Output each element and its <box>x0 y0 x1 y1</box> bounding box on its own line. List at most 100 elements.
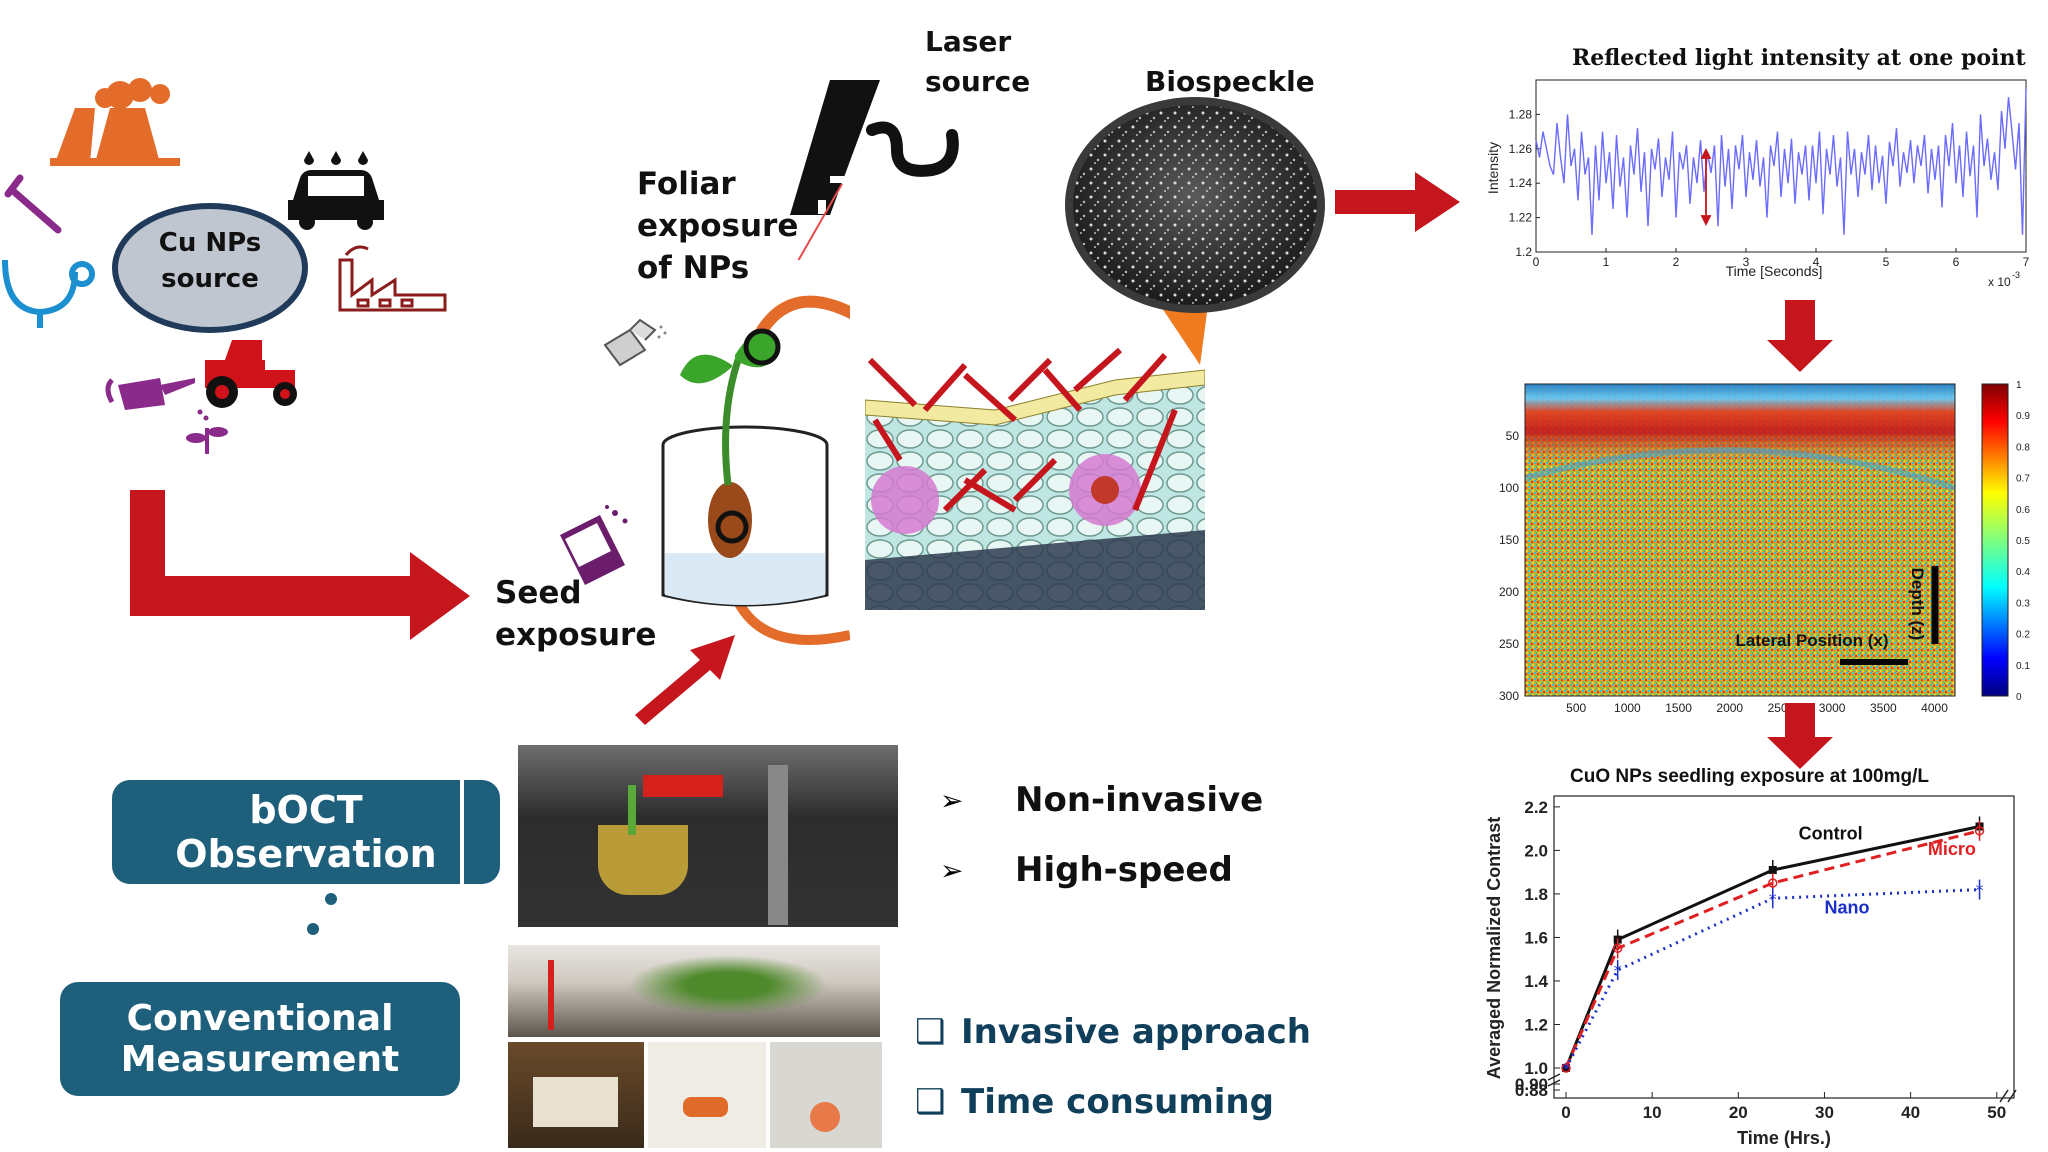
intensity-xtick-label: 2 <box>1673 255 1680 269</box>
cu-source-line1: Cu NPs <box>158 228 262 258</box>
boct-line2: Observation <box>175 832 437 876</box>
colorbar-tick-label: 0.5 <box>2016 536 2030 547</box>
contrast-ytick-label: 1.0 <box>1524 1059 1548 1078</box>
colorbar-tick-label: 0.6 <box>2016 505 2030 516</box>
contrast-ytick-label: 1.2 <box>1524 1015 1548 1034</box>
intensity-chart-title: Reflected light intensity at one point <box>1572 45 2026 71</box>
foliar-label: Foliar exposure of NPs <box>637 163 798 289</box>
boct-line1: bOCT <box>249 788 363 832</box>
intensity-plot-frame <box>1535 79 2027 253</box>
heatmap-ylabel: Depth (z) <box>1908 568 1927 641</box>
intensity-ytick-label: 1.22 <box>1509 211 1533 225</box>
axis-break-y <box>1547 1073 1561 1087</box>
pros-item: ➢ Non-invasive <box>940 778 1263 822</box>
pros-text: High-speed <box>1015 850 1233 890</box>
contrast-ytick-label: 2.0 <box>1524 841 1548 860</box>
pros-bullet: ➢ <box>940 783 964 817</box>
heatmap-xtick-label: 1000 <box>1614 701 1641 715</box>
intensity-xtick-label: 6 <box>1953 255 1960 269</box>
contrast-label-control: Control <box>1799 824 1863 844</box>
contrast-ytick-label: 0.88 <box>1515 1081 1548 1100</box>
intensity-xtick-label: 1 <box>1603 255 1610 269</box>
boct-observation-box: bOCT Observation <box>112 780 500 884</box>
intensity-xtick-label: 4 <box>1813 255 1820 269</box>
seedling-beaker <box>661 295 850 645</box>
intensity-ytick-label: 1.26 <box>1509 142 1533 156</box>
conv-line2: Measurement <box>120 1039 400 1080</box>
syringe-icon <box>4 174 62 234</box>
pros-text: Non-invasive <box>1015 780 1264 820</box>
colorbar-tick-label: 0 <box>2016 692 2022 703</box>
solvent-bottle-photo <box>508 1042 644 1148</box>
contrast-point-nano: * <box>1769 889 1777 908</box>
colorbar <box>1981 383 2009 697</box>
right-arrow <box>1335 172 1460 232</box>
contrast-xlabel: Time (Hrs.) <box>1737 1128 1831 1148</box>
foliar-label-line2: exposure <box>637 208 799 244</box>
cons-item: ❑ Time consuming <box>915 1080 1311 1124</box>
colorbar-tick-label: 0.2 <box>2016 630 2030 641</box>
cons-text: Time consuming <box>961 1082 1274 1122</box>
heatmap-xtick-label: 2000 <box>1716 701 1743 715</box>
laser-source-icon <box>790 80 959 260</box>
contrast-point-nano: * <box>1976 881 1984 900</box>
colorbar-tick-label: 0.4 <box>2016 567 2030 578</box>
heatmap-xtick-label: 500 <box>1566 701 1586 715</box>
contrast-label-nano: Nano <box>1824 898 1869 918</box>
seed-label-line2: exposure <box>495 617 657 653</box>
heatmap-xlabel: Lateral Position (x) <box>1735 631 1888 650</box>
contrast-xtick-label: 10 <box>1643 1103 1662 1122</box>
contrast-ytick-label: 2.2 <box>1524 798 1548 817</box>
heatmap-ytick-label: 100 <box>1499 481 1519 495</box>
heatmap-ytick-label: 150 <box>1499 533 1519 547</box>
contrast-xtick-label: 40 <box>1901 1103 1920 1122</box>
seed-exposure-label: Seed exposure <box>495 572 656 656</box>
leaf-sample-photo <box>648 1042 766 1148</box>
contrast-ytick-label: 1.6 <box>1524 928 1548 947</box>
dot-1 <box>325 893 337 905</box>
conventional-measurement-box: Conventional Measurement <box>60 982 460 1096</box>
intensity-ytick-label: 1.28 <box>1509 107 1533 121</box>
cu-source-line2: source <box>161 264 259 294</box>
contrast-series-micro <box>1564 829 1980 1069</box>
intensity-series-line <box>1535 88 2027 235</box>
contrast-point-micro <box>1561 1063 1571 1073</box>
intensity-xtick-label: 3 <box>1743 255 1750 269</box>
intensity-ytick-label: 1.2 <box>1515 245 1532 259</box>
cons-text: Invasive approach <box>961 1012 1311 1052</box>
laser-label: Laser source <box>925 22 1030 102</box>
intensity-ytick-label: 1.24 <box>1509 176 1533 190</box>
leaf-cross-section <box>865 347 1205 610</box>
heatmap-ytick-label: 300 <box>1499 689 1519 703</box>
sample-tube-photo <box>770 1042 882 1148</box>
source-icons <box>2 78 447 454</box>
tractor-icon <box>205 340 297 408</box>
l-arrow <box>130 490 470 640</box>
foliar-label-line1: Foliar <box>637 166 736 202</box>
intensity-x-multiplier-exp: -3 <box>2012 270 2020 280</box>
colorbar-tick-label: 0.1 <box>2016 661 2030 672</box>
colorbar-tick-label: 1 <box>2016 380 2022 391</box>
contrast-chart-title: CuO NPs seedling exposure at 100mg/L <box>1570 766 1929 787</box>
cons-bullet: ❑ <box>915 1012 946 1052</box>
intensity-ylabel: Intensity <box>1485 142 1501 194</box>
heatmap-xtick-label: 4000 <box>1921 701 1948 715</box>
sprout-icon <box>186 409 228 454</box>
spray-bottle-icon <box>603 318 667 367</box>
heatmap-xtick-label: 3500 <box>1870 701 1897 715</box>
corn-field-photo <box>508 945 880 1037</box>
factory-icon <box>338 245 447 312</box>
intensity-xtick-label: 7 <box>2023 255 2030 269</box>
contrast-series-control <box>1564 825 1980 1069</box>
watering-can-icon <box>105 378 195 410</box>
contrast-ytick-label: 1.4 <box>1524 972 1548 991</box>
contrast-xtick-label: 0 <box>1561 1103 1570 1122</box>
laser-label-line1: Laser <box>925 25 1012 58</box>
laser-label-line2: source <box>925 65 1031 98</box>
stethoscope-icon <box>2 259 95 328</box>
pros-bullet: ➢ <box>940 853 964 887</box>
seed-label-line1: Seed <box>495 575 582 611</box>
conv-line1: Conventional <box>126 998 394 1039</box>
